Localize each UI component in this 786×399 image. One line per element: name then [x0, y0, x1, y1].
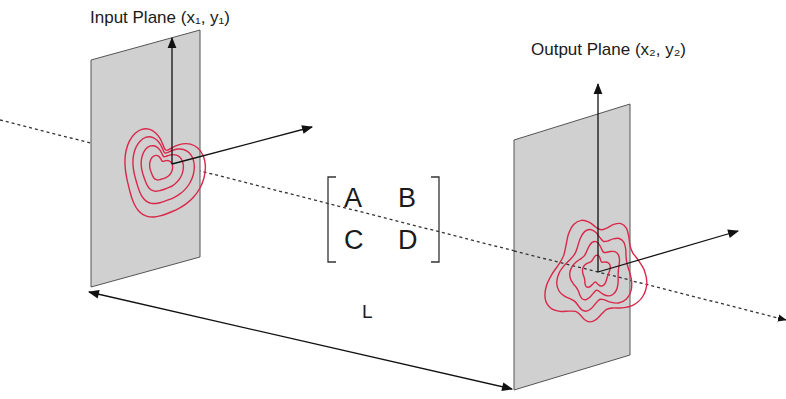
plane-label: Output Plane (x₂, y₂) [531, 41, 686, 58]
distance-label: L [362, 302, 373, 321]
output-field-contours [545, 220, 647, 322]
input-field-contours [125, 129, 205, 217]
field-contour [557, 229, 632, 311]
matrix-element: D [398, 227, 418, 254]
x2-axis [598, 231, 738, 272]
field-contour [150, 155, 173, 180]
field-contour [125, 129, 205, 217]
field-contour [545, 220, 647, 322]
field-contour [141, 146, 183, 191]
field-contour [583, 255, 611, 287]
output-plane [514, 104, 630, 390]
matrix-bracket-right [431, 177, 439, 262]
distance-arrow [89, 292, 512, 389]
matrix-bracket-left [328, 177, 336, 262]
x1-axis [172, 127, 312, 164]
plane-label: Input Plane (x₁, y₁) [90, 9, 230, 26]
field-contour [570, 242, 620, 300]
y1-axis [171, 38, 172, 164]
matrix-element: A [344, 185, 362, 212]
y2-axis [597, 84, 598, 272]
input-plane [91, 30, 200, 287]
matrix-element: C [344, 227, 364, 254]
matrix-element: B [398, 185, 416, 212]
